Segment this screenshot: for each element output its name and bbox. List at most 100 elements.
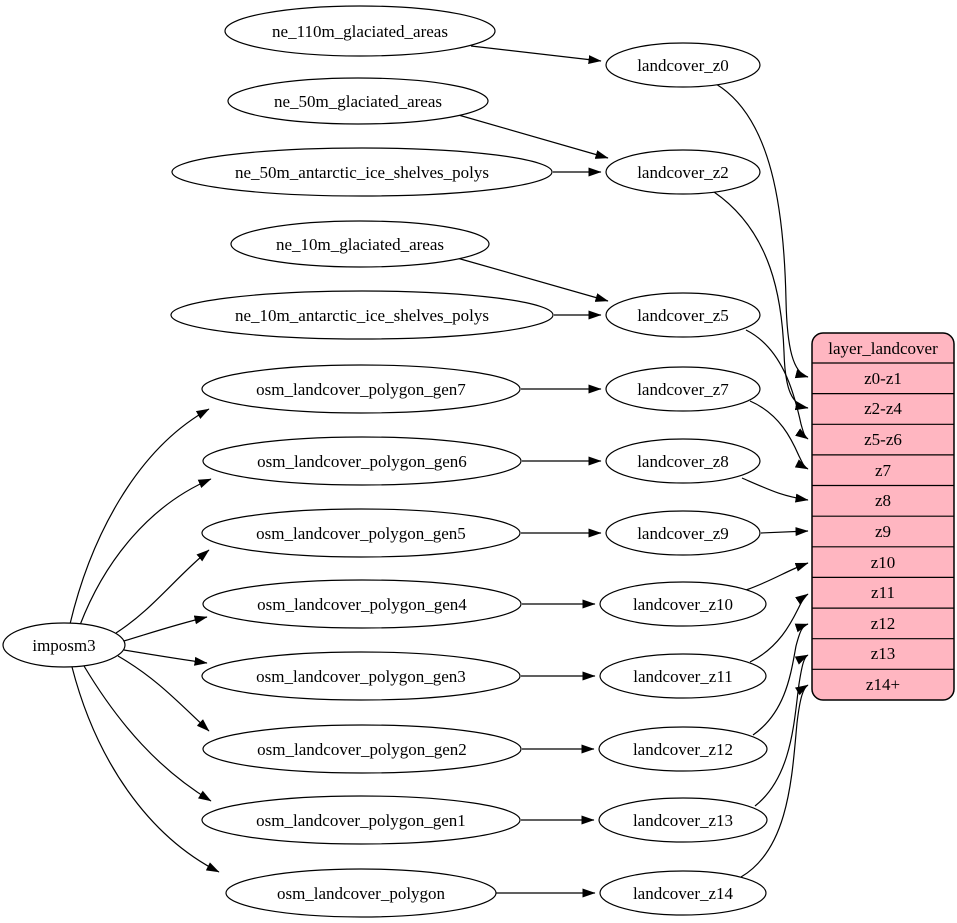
- node-landcover_z0: landcover_z0: [605, 42, 761, 88]
- intermediate-ellipse: [605, 292, 761, 338]
- intermediate-ellipse: [605, 510, 761, 556]
- edge-imposm3-to-gen7: [69, 408, 210, 625]
- table-row: z8: [875, 491, 891, 510]
- table-row: z2-z4: [864, 399, 902, 418]
- node-ne_10m_glaciated_areas: ne_10m_glaciated_areas: [230, 220, 490, 268]
- node-osm_landcover_polygon_gen5: osm_landcover_polygon_gen5: [201, 508, 521, 558]
- imposm3-label: imposm3: [32, 636, 95, 655]
- edge-imposm3-to-gen2: [117, 655, 210, 732]
- intermediate-label: landcover_z8: [637, 452, 729, 471]
- table-row: z12: [871, 614, 896, 633]
- intermediate-ellipse: [599, 870, 767, 916]
- edge-z0-to-row-z0-z1: [715, 83, 809, 379]
- intermediate-label: landcover_z2: [637, 163, 729, 182]
- source-label: ne_110m_glaciated_areas: [272, 22, 448, 41]
- table-header: layer_landcover: [828, 339, 938, 358]
- intermediate-label: landcover_z9: [637, 524, 729, 543]
- edge-imposm3-to-polygon: [71, 666, 220, 873]
- intermediate-ellipse: [598, 726, 768, 772]
- edge-z11-to-row-z11: [749, 593, 809, 663]
- table-row: z9: [875, 522, 891, 541]
- intermediate-label: landcover_z12: [633, 740, 733, 759]
- node-landcover_z5: landcover_z5: [605, 292, 761, 338]
- edge-z10-to-row-z10: [745, 562, 809, 591]
- intermediate-label: landcover_z7: [637, 380, 729, 399]
- intermediate-label: landcover_z5: [637, 306, 729, 325]
- edge-z2-to-row-z2-z4: [713, 191, 809, 411]
- node-osm_landcover_polygon_gen7: osm_landcover_polygon_gen7: [201, 364, 521, 414]
- intermediate-ellipse: [605, 149, 761, 195]
- source-label: osm_landcover_polygon_gen2: [257, 740, 467, 759]
- intermediate-label: landcover_z13: [633, 811, 733, 830]
- edge-ne50m-glaciated-to-z2: [454, 113, 609, 159]
- edge-group-sources: [454, 45, 609, 898]
- node-landcover_z11: landcover_z11: [599, 653, 767, 699]
- intermediate-ellipse: [599, 581, 767, 627]
- edge-ne110m-to-z0: [470, 45, 602, 65]
- source-ellipse: [201, 508, 521, 558]
- table-row: z10: [871, 553, 896, 572]
- edge-group-table: [713, 83, 809, 878]
- edge-z9-to-row-z9: [760, 527, 809, 537]
- node-osm_landcover_polygon_gen6: osm_landcover_polygon_gen6: [202, 436, 522, 486]
- source-ellipse: [225, 868, 497, 918]
- edge-z12-to-row-z12: [752, 623, 809, 736]
- edge-imposm3-to-gen3: [123, 649, 208, 666]
- source-ellipse: [202, 436, 522, 486]
- source-ellipse: [224, 5, 496, 57]
- node-osm_landcover_polygon_gen4: osm_landcover_polygon_gen4: [202, 579, 522, 629]
- edge-imposm3-to-gen4: [123, 615, 208, 642]
- source-label: osm_landcover_polygon_gen7: [256, 380, 466, 399]
- intermediate-ellipse: [599, 653, 767, 699]
- node-osm_landcover_polygon: osm_landcover_polygon: [225, 868, 497, 918]
- intermediate-label: landcover_z0: [637, 56, 729, 75]
- node-landcover_z9: landcover_z9: [605, 510, 761, 556]
- source-ellipse: [170, 290, 554, 340]
- node-landcover_z7: landcover_z7: [605, 366, 761, 412]
- node-ne_50m_antarctic_ice_shelves_polys: ne_50m_antarctic_ice_shelves_polys: [171, 147, 553, 197]
- source-label: osm_landcover_polygon_gen6: [257, 452, 467, 471]
- intermediate-label: landcover_z14: [633, 884, 734, 903]
- source-ellipse: [201, 364, 521, 414]
- table-row: z11: [871, 583, 895, 602]
- node-ne_50m_glaciated_areas: ne_50m_glaciated_areas: [227, 77, 489, 125]
- source-label: osm_landcover_polygon_gen5: [256, 524, 466, 543]
- edge-ne10m-glaciated-to-z5: [456, 257, 609, 302]
- source-ellipse: [202, 579, 522, 629]
- edge-group-imposm3: [69, 408, 220, 873]
- source-ellipse: [227, 77, 489, 125]
- source-ellipse: [171, 147, 553, 197]
- edge-imposm3-to-gen5: [115, 549, 210, 634]
- node-ne_110m_glaciated_areas: ne_110m_glaciated_areas: [224, 5, 496, 57]
- source-ellipse: [230, 220, 490, 268]
- edge-z14-to-row-z14: [740, 684, 809, 878]
- node-landcover_z14: landcover_z14: [599, 870, 767, 916]
- node-landcover_z12: landcover_z12: [598, 726, 768, 772]
- intermediate-label: landcover_z11: [633, 667, 732, 686]
- intermediate-ellipse: [605, 438, 761, 484]
- intermediate-ellipse: [605, 42, 761, 88]
- imposm3-ellipse: [2, 622, 126, 668]
- node-ne_10m_antarctic_ice_shelves_polys: ne_10m_antarctic_ice_shelves_polys: [170, 290, 554, 340]
- node-landcover_z8: landcover_z8: [605, 438, 761, 484]
- edge-imposm3-to-gen6: [79, 478, 212, 626]
- intermediate-ellipse: [605, 366, 761, 412]
- intermediate-ellipse: [598, 797, 768, 843]
- source-label: osm_landcover_polygon: [277, 884, 446, 903]
- edge-z5-to-row-z5-z6: [745, 329, 809, 440]
- source-label: ne_50m_glaciated_areas: [274, 92, 442, 111]
- edge-z7-to-row-z7: [749, 400, 809, 470]
- source-label: osm_landcover_polygon_gen1: [256, 811, 466, 830]
- intermediate-label: landcover_z10: [633, 595, 733, 614]
- source-ellipse: [201, 651, 521, 701]
- node-imposm3: imposm3: [2, 622, 126, 668]
- node-osm_landcover_polygon_gen3: osm_landcover_polygon_gen3: [201, 651, 521, 701]
- node-osm_landcover_polygon_gen2: osm_landcover_polygon_gen2: [202, 724, 522, 774]
- node-osm_landcover_polygon_gen1: osm_landcover_polygon_gen1: [201, 795, 521, 845]
- table-row: z5-z6: [864, 430, 902, 449]
- table-row: z7: [875, 461, 892, 480]
- source-label: osm_landcover_polygon_gen3: [256, 667, 466, 686]
- table-row: z0-z1: [864, 369, 902, 388]
